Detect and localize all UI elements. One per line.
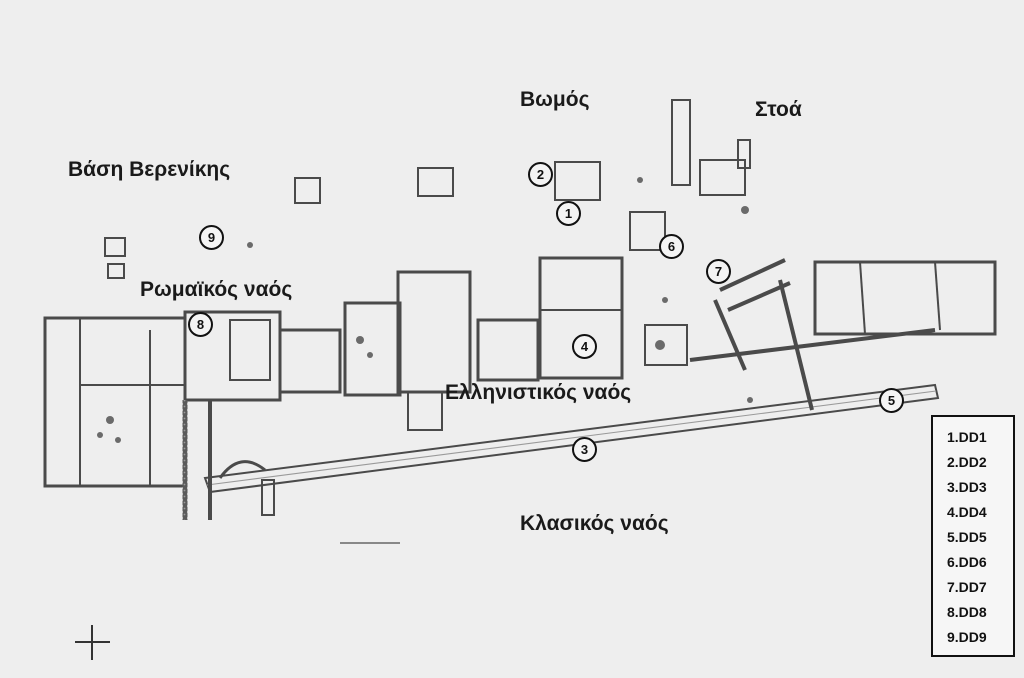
- label-altar: Βωμός: [520, 88, 590, 111]
- legend-item: 2.DD2: [947, 454, 987, 470]
- marker-3: 3: [572, 437, 597, 462]
- marker-5: 5: [879, 388, 904, 413]
- legend-item: 6.DD6: [947, 554, 987, 570]
- marker-8: 8: [188, 312, 213, 337]
- legend-item: 9.DD9: [947, 629, 987, 645]
- legend-item: 5.DD5: [947, 529, 987, 545]
- marker-4: 4: [572, 334, 597, 359]
- label-stoa: Στοά: [755, 98, 802, 121]
- marker-1: 1: [556, 201, 581, 226]
- legend-item: 7.DD7: [947, 579, 987, 595]
- label-roman-temple: Ρωμαϊκός ναός: [140, 278, 293, 301]
- legend-item: 3.DD3: [947, 479, 987, 495]
- marker-7: 7: [706, 259, 731, 284]
- label-hellenistic-temple: Ελληνιστικός ναός: [445, 381, 632, 404]
- marker-2: 2: [528, 162, 553, 187]
- legend-item: 4.DD4: [947, 504, 987, 520]
- label-classical-temple: Κλασικός ναός: [520, 512, 669, 535]
- marker-6: 6: [659, 234, 684, 259]
- legend-item: 8.DD8: [947, 604, 987, 620]
- label-berenike-base: Βάση Βερενίκης: [68, 158, 231, 181]
- legend-box: 1.DD1 2.DD2 3.DD3 4.DD4 5.DD5 6.DD6 7.DD…: [931, 415, 1015, 657]
- legend-item: 1.DD1: [947, 429, 987, 445]
- marker-9: 9: [199, 225, 224, 250]
